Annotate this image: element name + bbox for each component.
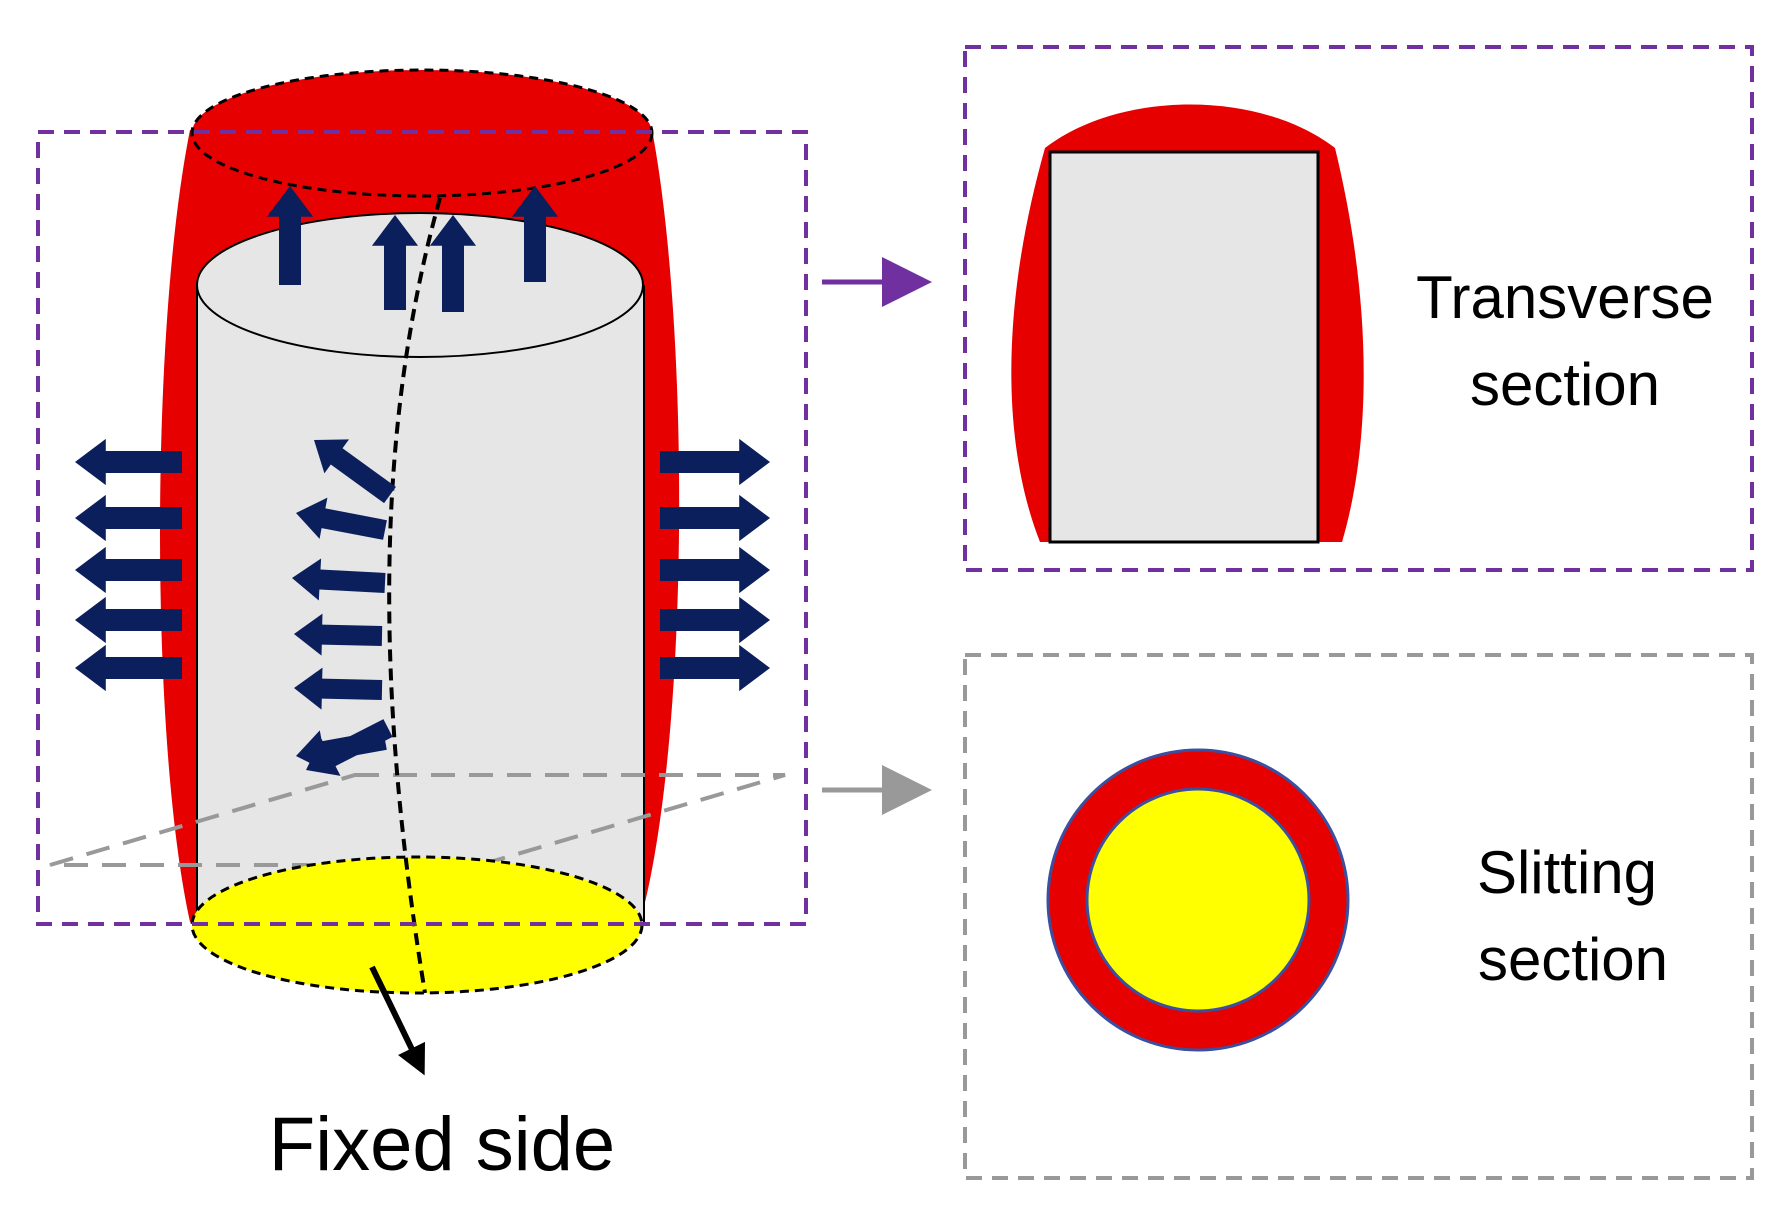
transverse-panel-frame <box>963 45 1754 572</box>
top-flow-arrow-3 <box>429 215 477 312</box>
specimen-cylinder <box>49 68 786 1076</box>
slitting-label-line2: section <box>1478 926 1668 993</box>
inner-flow-arrow-5 <box>294 667 383 710</box>
inner-flow-arrow-4 <box>294 613 383 656</box>
top-flow-arrow-1 <box>266 186 314 285</box>
fixed-side-pointer <box>369 965 426 1076</box>
right-outward-arrow-5 <box>660 644 770 692</box>
core-top-face <box>196 212 644 358</box>
slitting-panel-frame <box>963 653 1754 1180</box>
right-outward-arrow-3 <box>660 546 770 594</box>
left-outward-arrow-1 <box>75 438 182 486</box>
core-cylinder-body <box>197 285 644 922</box>
left-outward-arrow-2 <box>75 494 182 542</box>
slitting-label-line1: Slitting <box>1477 839 1657 906</box>
flow-arrows <box>75 186 770 776</box>
fixed-side-label: Fixed side <box>269 1102 615 1187</box>
transverse-core-rect <box>1048 150 1320 544</box>
inner-flow-arrow-7 <box>306 719 393 776</box>
slitting-section-panel: Slitting section <box>963 653 1754 1180</box>
slitting-inner-core <box>1085 787 1311 1013</box>
transverse-label-line2: section <box>1470 351 1660 418</box>
right-outward-arrow-4 <box>660 596 770 644</box>
left-outward-arrow-3 <box>75 546 182 594</box>
left-outward-arrow-5 <box>75 644 182 692</box>
transverse-label-line1: Transverse <box>1416 264 1714 331</box>
slitting-plane <box>49 773 786 867</box>
inner-flow-arrow-3 <box>292 558 386 601</box>
center-dashed-curve <box>387 197 442 994</box>
right-outward-arrow-1 <box>660 438 770 486</box>
top-flow-arrow-4 <box>511 186 559 282</box>
inner-flow-arrow-1 <box>314 439 396 504</box>
left-outward-arrow-4 <box>75 596 182 644</box>
right-outward-arrow-2 <box>660 494 770 542</box>
transverse-section-panel: Transverse section <box>963 45 1754 572</box>
inner-flow-arrow-2 <box>296 497 387 540</box>
top-flow-arrow-2 <box>371 215 419 310</box>
